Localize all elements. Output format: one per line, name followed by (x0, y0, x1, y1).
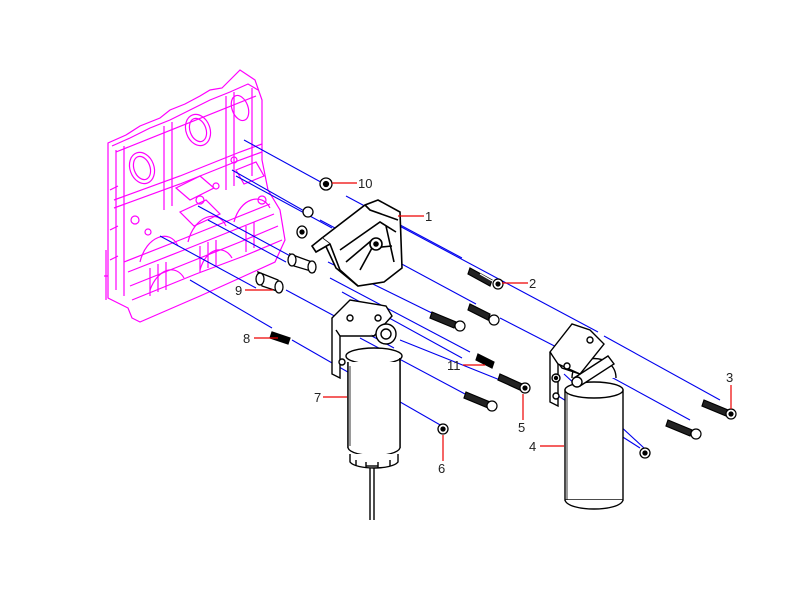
callout-labels: 10 1 2 3 4 5 6 7 8 9 11 (235, 176, 733, 476)
part-6-nut (437, 423, 449, 435)
bolt-unlabeled-b (429, 311, 466, 332)
engine-block (104, 69, 286, 323)
callout-4: 4 (529, 439, 536, 454)
part-1-bracket (310, 199, 403, 287)
part-9-spacer (255, 252, 317, 294)
part-5-bolt (497, 373, 531, 394)
part-4-fuel-filter (549, 323, 624, 510)
bolt-unlabeled-c (463, 391, 498, 412)
part-11-stud (475, 353, 495, 369)
callout-9: 9 (235, 283, 242, 298)
callout-10: 10 (358, 176, 372, 191)
part-10-nut (319, 177, 333, 191)
part-7-fuel-filter (331, 299, 403, 520)
callout-1: 1 (425, 209, 432, 224)
nut-small-a (296, 206, 314, 239)
part-8-stud (269, 331, 291, 345)
nut-unlabeled (639, 447, 651, 459)
callout-6: 6 (438, 461, 445, 476)
bolt-unlabeled-a (467, 303, 500, 326)
assembly-lines (159, 139, 721, 449)
bolt-unlabeled-d (665, 419, 702, 440)
part-2-bolt (467, 267, 504, 290)
callout-3: 3 (726, 370, 733, 385)
callout-2: 2 (529, 276, 536, 291)
callout-5: 5 (518, 420, 525, 435)
callout-11: 11 (447, 358, 461, 373)
part-3-bolt (701, 399, 737, 420)
callout-8: 8 (243, 331, 250, 346)
leader-lines (245, 182, 732, 461)
callout-7: 7 (314, 390, 321, 405)
